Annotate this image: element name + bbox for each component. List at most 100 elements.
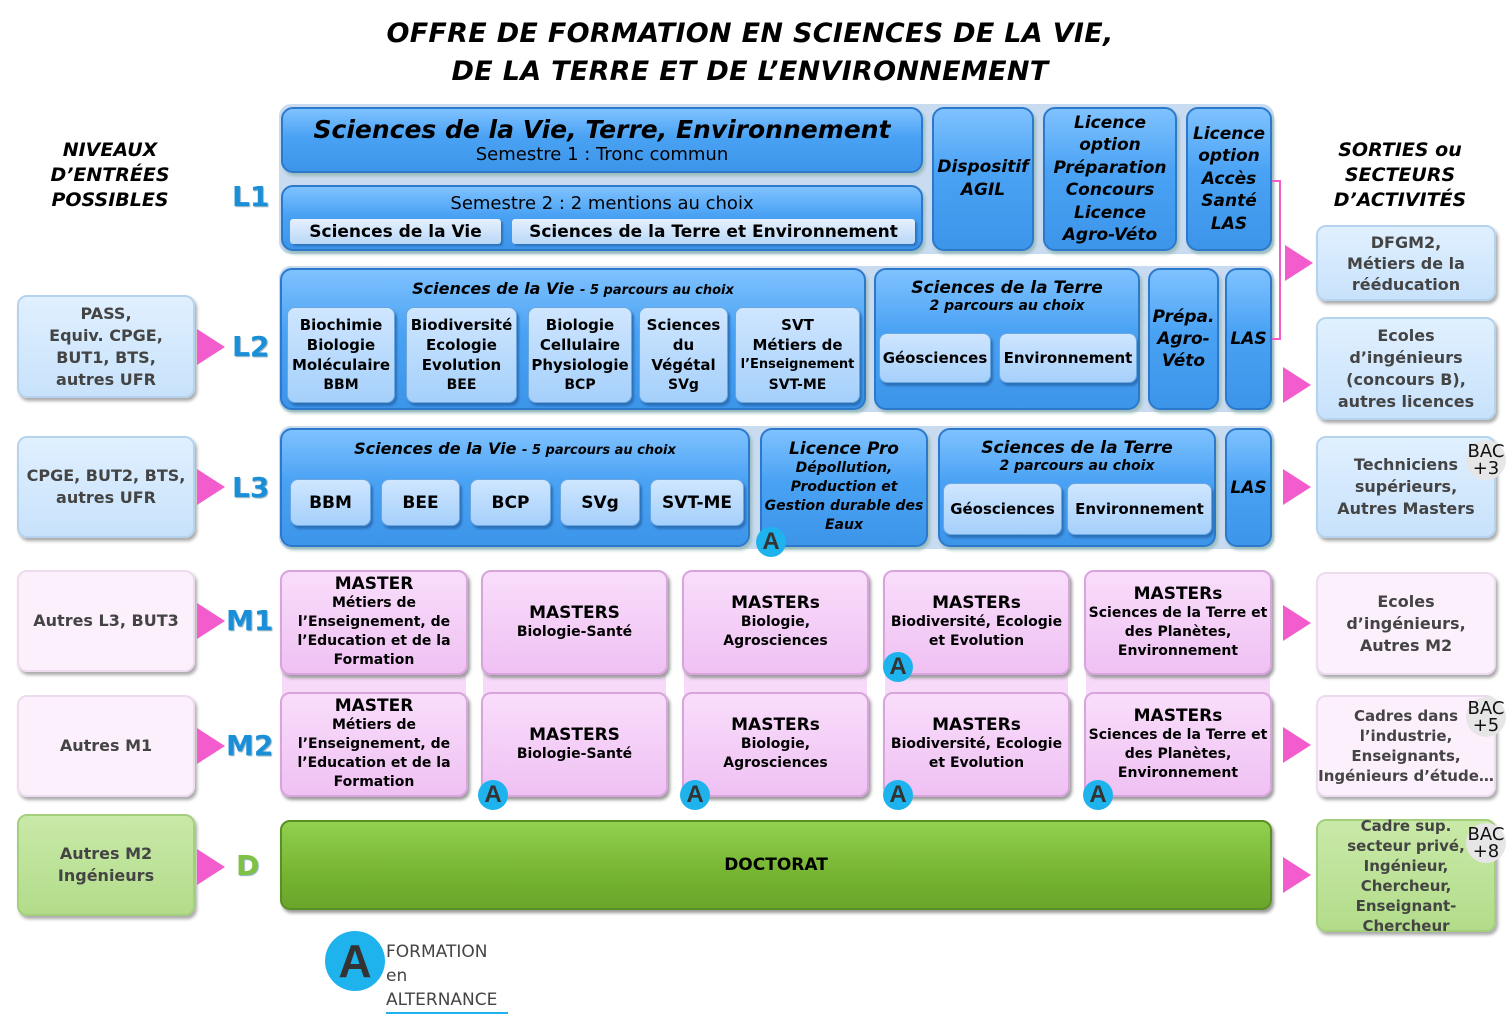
arrow-right-icon: [197, 849, 225, 885]
header-line: D’ACTIVITÉS: [1333, 189, 1467, 211]
text: BEE: [446, 377, 477, 393]
text: +8: [1472, 841, 1500, 862]
text: SVT-ME: [768, 377, 827, 393]
text: Biologie: [306, 336, 376, 354]
text: Ecoles: [1377, 325, 1435, 345]
text: BAC: [1467, 698, 1505, 719]
text: option: [1198, 146, 1260, 167]
master-title: MASTER: [334, 696, 414, 716]
text: supérieurs,: [1354, 477, 1458, 496]
text: l’Enseignement: [740, 357, 855, 372]
master-desc: Biologie,: [740, 614, 811, 630]
master-desc: Biologie-Santé: [516, 623, 633, 640]
text: Métiers de la: [1347, 253, 1465, 273]
text: Ingénieurs d’étude…: [1318, 767, 1494, 785]
bac-plus-5-badge: BAC+5: [1466, 697, 1506, 737]
l3-environnement[interactable]: Environnement: [1067, 483, 1212, 535]
text: Dispositif: [937, 157, 1029, 177]
text: Biodiversité: [410, 316, 513, 334]
l2-geosciences[interactable]: Géosciences: [879, 333, 991, 383]
mention-sciences-terre[interactable]: Sciences de la Terre et Environnement: [512, 219, 915, 244]
text: Ecologie: [426, 336, 497, 354]
text: CPGE, BUT2, BTS,: [26, 466, 186, 485]
level-l3: L3: [232, 471, 270, 504]
level-m2: M2: [226, 729, 274, 762]
text: Licence: [1193, 123, 1265, 144]
text: FORMATION en: [386, 942, 488, 986]
l2-st-title: Sciences de la Terre: [911, 278, 1103, 298]
text: l’industrie,: [1359, 727, 1453, 745]
text: Agro-: [1157, 329, 1210, 349]
l3-geosciences[interactable]: Géosciences: [943, 483, 1062, 535]
l3-parcours-bbm[interactable]: BBM: [290, 479, 371, 526]
l1-tronc-commun: Sciences de la Vie, Terre, Environnement…: [281, 107, 923, 173]
text: - 5 parcours au choix: [580, 283, 734, 298]
text: Licence: [1074, 112, 1146, 133]
master-title: MASTER: [334, 574, 414, 594]
master-desc: Environnement: [1117, 764, 1239, 781]
l3-parcours-svt-me[interactable]: SVT-ME: [650, 479, 744, 526]
text: secteur privé,: [1347, 836, 1465, 855]
master-title: MASTERS: [529, 602, 620, 623]
l2-prepa-agro-veto[interactable]: Prépa.Agro-Véto: [1148, 268, 1219, 410]
text: Enseignant-: [1355, 896, 1457, 915]
text: Sciences de la Vie: [412, 279, 575, 298]
text: Métiers de: [752, 336, 843, 354]
text: BBM: [323, 377, 359, 393]
text: Ecoles: [1377, 591, 1435, 611]
master-title: MASTERs: [731, 715, 820, 735]
l2-st-sub: 2 parcours au choix: [929, 298, 1085, 314]
text: Techniciens: [1353, 455, 1459, 474]
l3-parcours-bcp[interactable]: BCP: [470, 479, 551, 526]
text: autres licences: [1337, 391, 1475, 411]
alternance-badge-icon: A: [478, 780, 508, 810]
text: autres UFR: [56, 369, 156, 389]
l1-semestre2: Semestre 2 : 2 mentions au choix Science…: [281, 185, 923, 251]
l3-parcours-svg[interactable]: SVg: [560, 479, 640, 526]
l2-environnement[interactable]: Environnement: [999, 333, 1137, 383]
l2-las[interactable]: LAS: [1225, 268, 1272, 410]
doctorat[interactable]: DOCTORAT: [280, 820, 1272, 910]
l3-parcours-bee[interactable]: BEE: [381, 479, 460, 526]
master-desc: des Planètes,: [1124, 623, 1232, 640]
l2-sv-heading: Sciences de la Vie - 5 parcours au choix: [282, 279, 864, 298]
arrow-right-icon: [197, 329, 225, 365]
text: Végétal: [651, 356, 716, 374]
mention-sciences-vie[interactable]: Sciences de la Vie: [290, 219, 501, 244]
master-desc: l’Enseignement, de: [297, 736, 451, 752]
level-l1: L1: [232, 180, 270, 213]
text: +5: [1472, 715, 1500, 736]
arrow-right-icon: [197, 603, 225, 639]
master-desc: Formation: [333, 774, 415, 790]
l1-sem1: Semestre 1 : Tronc commun: [475, 144, 729, 165]
text: Préparation: [1053, 157, 1167, 178]
text: Biochimie: [299, 316, 383, 334]
l1-main-title: Sciences de la Vie, Terre, Environnement: [313, 115, 891, 144]
text: autres UFR: [56, 488, 156, 507]
arrow-right-icon: [1285, 245, 1313, 281]
l3-las[interactable]: LAS: [1225, 428, 1272, 547]
